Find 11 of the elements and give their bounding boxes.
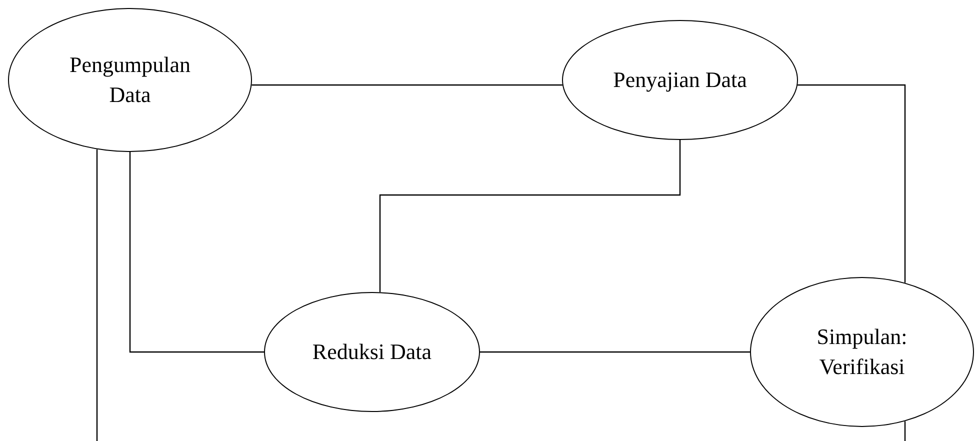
connector-line	[798, 84, 906, 283]
connector-line	[480, 351, 750, 353]
connector-line	[252, 84, 562, 86]
connector-line	[96, 149, 98, 441]
connector-line	[379, 140, 681, 292]
connector-line	[904, 421, 906, 441]
connector-line	[129, 152, 264, 353]
node-label: Reduksi Data	[312, 338, 432, 366]
node-label: Pengumpulan Data	[68, 51, 192, 109]
node-label: Penyajian Data	[613, 66, 747, 94]
node-label: Simpulan: Verifikasi	[816, 323, 908, 381]
